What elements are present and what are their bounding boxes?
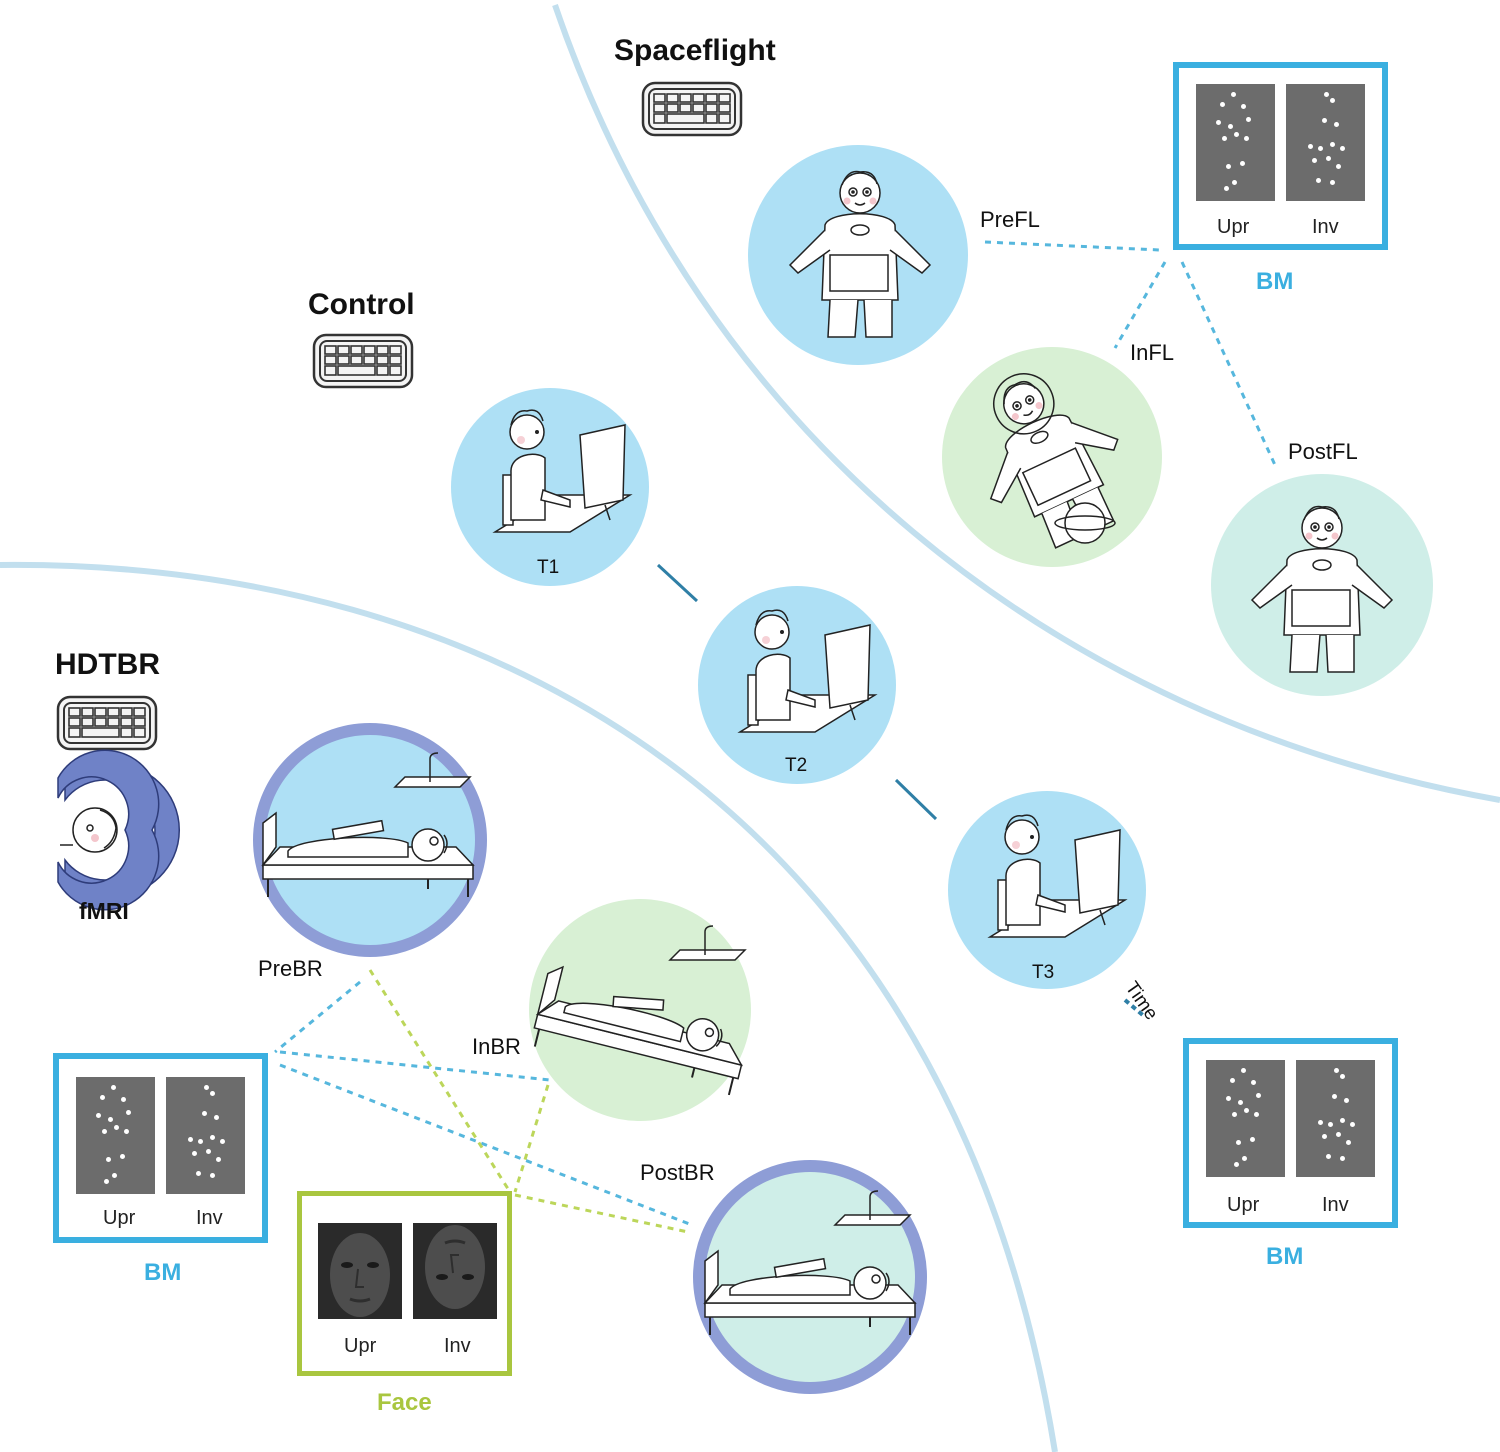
bedrest-links-bm: [274, 980, 693, 1227]
keyboard-icon: [56, 695, 158, 751]
bm-inverted-panel: [1296, 1060, 1375, 1177]
upright-caption: Upr: [344, 1335, 377, 1357]
upright-caption: Upr: [103, 1207, 136, 1229]
timepoint-t2: T2: [785, 755, 808, 776]
preflight-label: PreFL: [980, 207, 1040, 232]
fmri-label: fMRI: [79, 898, 129, 924]
bm-inverted-panel: [1286, 84, 1365, 201]
spaceflight-group-title: Spaceflight: [614, 34, 776, 67]
bm-upright-panel: [1196, 84, 1275, 201]
face-stimulus-box: Upr Inv: [297, 1191, 512, 1376]
fmri-scanner-icon: [57, 749, 180, 911]
bm-stimulus-box: Upr Inv: [53, 1053, 268, 1243]
bm-title: BM: [1256, 268, 1294, 295]
inflight-label: InFL: [1130, 340, 1175, 365]
bm-title: BM: [1266, 1243, 1304, 1270]
hdtbr-boundary-arc: [0, 561, 1058, 1452]
face-upright-photo: [318, 1223, 402, 1319]
bm-inverted-panel: [166, 1077, 245, 1194]
inverted-caption: Inv: [1312, 216, 1339, 238]
timepoint-t1: T1: [537, 557, 560, 578]
keyboard-icon: [312, 333, 414, 389]
upright-caption: Upr: [1217, 216, 1250, 238]
postflight-label: PostFL: [1288, 439, 1358, 464]
inverted-caption: Inv: [444, 1335, 471, 1357]
keyboard-icon: [641, 81, 743, 137]
spaceflight-links: [984, 240, 1277, 466]
inverted-caption: Inv: [1322, 1194, 1349, 1216]
bm-upright-panel: [76, 1077, 155, 1194]
pre-bedrest-label: PreBR: [258, 956, 323, 981]
inverted-caption: Inv: [196, 1207, 223, 1229]
timeline-connector: [656, 563, 699, 603]
bm-title: BM: [144, 1259, 182, 1286]
face-title: Face: [377, 1389, 432, 1416]
spaceflight-boundary-arc: [552, 4, 1500, 803]
upright-caption: Upr: [1227, 1194, 1260, 1216]
bm-stimulus-box: Upr Inv: [1183, 1038, 1398, 1228]
bm-stimulus-box: Upr Inv: [1173, 62, 1388, 250]
face-inverted-photo: [413, 1223, 497, 1319]
floating-astronaut-icon: [950, 354, 1149, 565]
timeline-connector: [894, 778, 938, 821]
timepoint-t3: T3: [1032, 962, 1055, 983]
time-arrow-dash: [1123, 998, 1147, 1019]
in-bedrest-label: InBR: [472, 1034, 521, 1059]
bedrest-links-face: [368, 969, 689, 1234]
control-group-title: Control: [308, 288, 415, 321]
bm-upright-panel: [1206, 1060, 1285, 1177]
planet-icon: [1054, 502, 1116, 544]
hdtbr-group-title: HDTBR: [55, 648, 160, 681]
post-bedrest-label: PostBR: [640, 1160, 715, 1185]
